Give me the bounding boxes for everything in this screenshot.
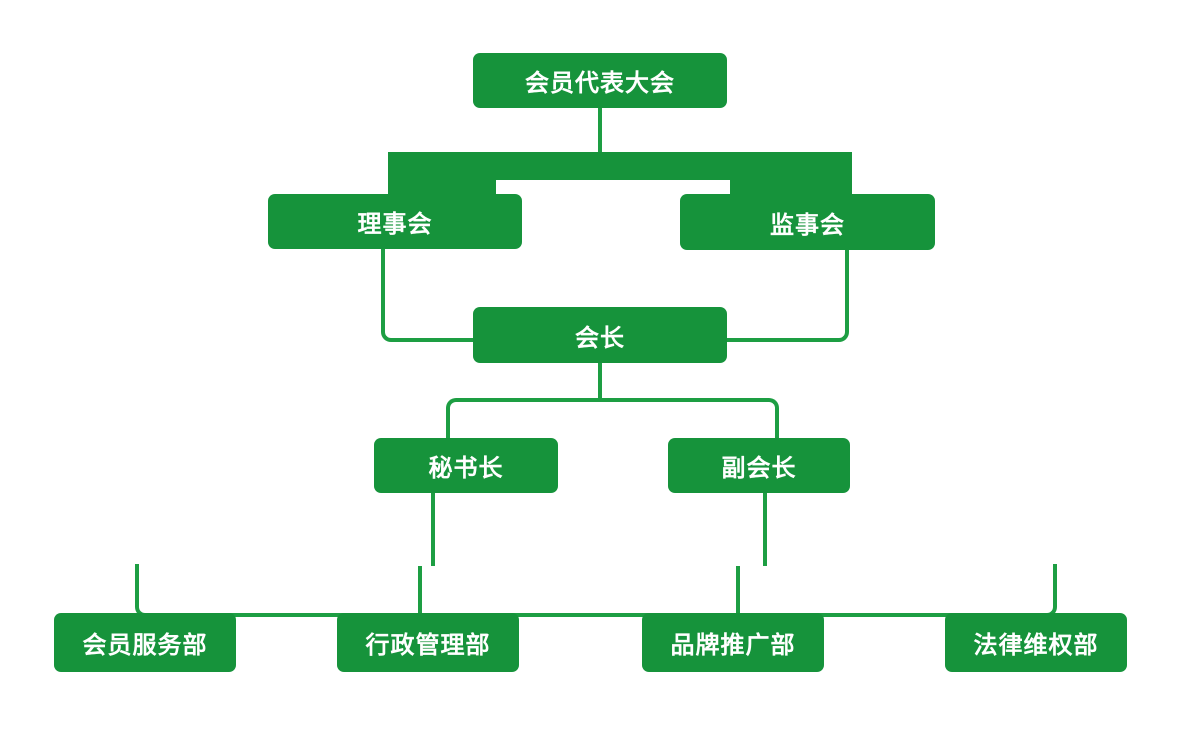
node-department-member-service: 会员服务部 — [54, 613, 236, 672]
node-department-administration: 行政管理部 — [337, 613, 519, 672]
connector-rail-dept2 — [418, 566, 422, 613]
connector-assembly-down — [598, 108, 602, 154]
connector-bridge-right-leg — [730, 178, 852, 198]
connector-department-rail — [135, 564, 1057, 617]
node-secretary-general: 秘书长 — [374, 438, 558, 493]
connector-council-president — [381, 249, 477, 342]
connector-bridge-bar — [388, 152, 852, 180]
node-council: 理事会 — [268, 194, 522, 249]
connector-supervisory-president — [727, 250, 849, 342]
node-assembly: 会员代表大会 — [473, 53, 727, 108]
node-department-legal-rights: 法律维权部 — [945, 613, 1127, 672]
connector-president-bracket — [446, 398, 779, 442]
connector-president-down — [598, 363, 602, 400]
connector-bridge-left-leg — [388, 178, 496, 198]
node-president: 会长 — [473, 307, 727, 363]
node-supervisory-board: 监事会 — [680, 194, 935, 250]
node-department-brand-promotion: 品牌推广部 — [642, 613, 824, 672]
connector-secretary-down — [431, 493, 435, 566]
connector-rail-dept3 — [736, 566, 740, 613]
connector-vice-president-down — [763, 493, 767, 566]
node-vice-president: 副会长 — [668, 438, 850, 493]
